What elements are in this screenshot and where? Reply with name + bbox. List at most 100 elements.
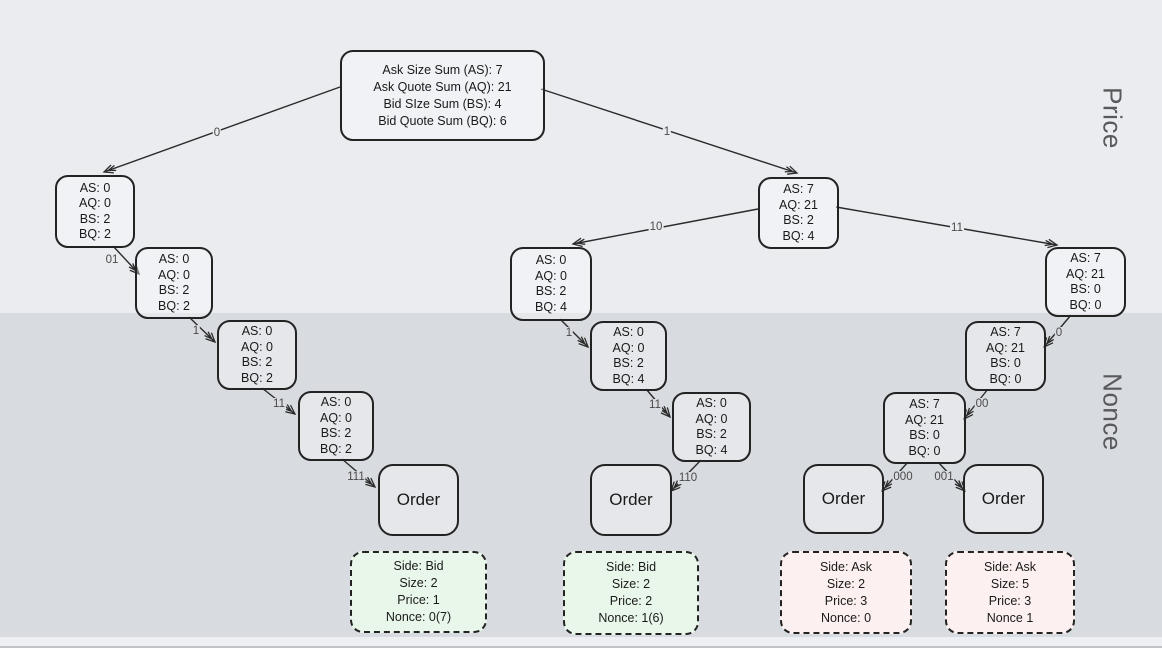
node-line: AQ: 0 [535, 268, 567, 283]
node-line: BQ: 4 [782, 228, 815, 243]
node-line: BS: 0 [909, 428, 940, 442]
node-line: BQ: 4 [695, 442, 728, 457]
order-detail-ask-2: Side: Ask Size: 5 Price: 3 Nonce 1 [945, 551, 1075, 634]
detail-line: Side: Bid [605, 560, 657, 574]
tree-node-l2: AS: 0 AQ: 0 BS: 2 BQ: 2 [135, 247, 213, 319]
tree-node-m1: AS: 0 AQ: 0 BS: 2 BQ: 4 [510, 247, 592, 321]
node-line: BQ: 0 [1069, 297, 1102, 312]
detail-line: Size: 2 [826, 576, 866, 591]
edge-label-l3-l4: 11 [272, 398, 286, 410]
edge-label-rr1-rr2: 0 [1054, 327, 1064, 339]
node-line: BQ: 2 [79, 227, 111, 241]
detail-line: Price: 2 [609, 594, 653, 608]
node-line: AS: 0 [535, 253, 567, 267]
node-line: AS: 7 [990, 325, 1021, 339]
node-line: AS: 0 [158, 252, 190, 266]
detail-line: Side: Ask [819, 559, 873, 574]
node-line: BS: 2 [158, 283, 190, 297]
edge-label-l1-l2: 01 [104, 254, 120, 266]
node-line: BS: 2 [783, 213, 814, 227]
detail-line: Price: 3 [824, 593, 868, 608]
order-label: Order [981, 489, 1026, 509]
detail-line: Price: 3 [988, 593, 1032, 608]
edge-label-m3-order2: 110 [677, 472, 699, 484]
edge-label-r1-m1: 10 [648, 221, 664, 233]
node-line: AQ: 21 [1066, 266, 1105, 281]
detail-line: Nonce: 1(6) [598, 611, 664, 625]
node-line: AS: 0 [613, 325, 644, 339]
order-leaf-4: Order [963, 464, 1044, 534]
detail-line: Nonce 1 [986, 610, 1034, 625]
node-line: Ask Size Sum (AS): 7 [382, 62, 503, 77]
node-line: BS: 2 [613, 356, 644, 370]
order-leaf-3: Order [803, 464, 884, 534]
tree-node-rr3: AS: 7 AQ: 21 BS: 0 BQ: 0 [883, 392, 966, 464]
node-line: Bid Quote Sum (BQ): 6 [378, 113, 507, 128]
node-line: AQ: 21 [986, 340, 1025, 355]
node-line: AQ: 0 [79, 196, 111, 210]
node-line: AS: 0 [320, 395, 352, 409]
node-line: AQ: 21 [779, 197, 818, 212]
node-line: BQ: 2 [320, 441, 352, 456]
node-line: AQ: 0 [320, 410, 352, 425]
edge-label-root-left: 0 [212, 127, 222, 139]
edge-label-r1-rr1: 11 [950, 222, 964, 234]
tree-node-rr1: AS: 7 AQ: 21 BS: 0 BQ: 0 [1045, 247, 1126, 317]
detail-line: Side: Bid [393, 559, 444, 573]
tree-node-m2: AS: 0 AQ: 0 BS: 2 BQ: 4 [590, 321, 667, 391]
tree-node-r1: AS: 7 AQ: 21 BS: 2 BQ: 4 [758, 177, 839, 249]
order-leaf-2: Order [590, 464, 672, 536]
node-line: BQ: 0 [908, 443, 941, 458]
detail-line: Nonce: 0(7) [385, 610, 452, 624]
node-line: AS: 7 [909, 397, 940, 411]
order-detail-ask-1: Side: Ask Size: 2 Price: 3 Nonce: 0 [780, 551, 912, 634]
node-line: AS: 0 [696, 396, 727, 410]
node-line: BQ: 4 [612, 371, 645, 386]
node-line: BS: 2 [320, 426, 352, 440]
detail-line: Side: Ask [983, 559, 1037, 574]
order-label: Order [821, 489, 866, 509]
node-line: BS: 2 [696, 427, 727, 441]
node-line: BQ: 2 [158, 298, 190, 313]
node-line: AQ: 21 [905, 412, 944, 427]
node-line: AS: 0 [241, 324, 273, 338]
node-line: Ask Quote Sum (AQ): 21 [373, 79, 512, 94]
order-detail-bid-2: Side: Bid Size: 2 Price: 2 Nonce: 1(6) [563, 551, 699, 635]
node-line: BS: 0 [990, 356, 1021, 370]
node-line: AQ: 0 [695, 411, 728, 426]
node-line: BS: 2 [241, 355, 273, 369]
edge-label-rr3-order4: 001 [933, 471, 955, 483]
node-line: AS: 7 [783, 182, 814, 196]
node-line: AQ: 0 [158, 267, 190, 282]
node-line: BQ: 2 [241, 370, 273, 385]
order-leaf-1: Order [378, 464, 459, 536]
edge-label-l2-l3: 1 [191, 325, 201, 337]
edge-label-rr2-rr3: 00 [974, 398, 990, 410]
order-label: Order [609, 490, 653, 510]
edge-label-root-right: 1 [662, 126, 672, 138]
detail-line: Size: 5 [990, 576, 1030, 591]
edge-label-m2-m3: 11 [648, 399, 662, 411]
tree-node-l1: AS: 0 AQ: 0 BS: 2 BQ: 2 [55, 175, 135, 248]
node-line: BQ: 4 [535, 299, 567, 314]
tree-node-rr2: AS: 7 AQ: 21 BS: 0 BQ: 0 [965, 321, 1046, 391]
price-region-band [0, 0, 1162, 313]
detail-line: Nonce: 0 [820, 610, 872, 625]
node-line: AQ: 0 [612, 340, 645, 355]
order-label: Order [396, 490, 441, 510]
node-line: BS: 2 [535, 284, 567, 298]
tree-node-m3: AS: 0 AQ: 0 BS: 2 BQ: 4 [672, 392, 751, 462]
tree-node-root: Ask Size Sum (AS): 7 Ask Quote Sum (AQ):… [340, 50, 545, 141]
detail-line: Price: 1 [397, 593, 440, 607]
node-line: BS: 0 [1070, 282, 1101, 296]
bottom-strip [0, 637, 1162, 648]
edge-label-rr3-order3: 000 [892, 471, 914, 483]
node-line: AQ: 0 [241, 339, 273, 354]
node-line: BS: 2 [79, 211, 111, 226]
node-line: BQ: 0 [989, 371, 1022, 386]
node-line: AS: 7 [1070, 251, 1101, 265]
detail-line: Size: 2 [399, 576, 438, 590]
edge-label-m1-m2: 1 [564, 327, 574, 339]
order-detail-bid-1: Side: Bid Size: 2 Price: 1 Nonce: 0(7) [350, 551, 487, 633]
